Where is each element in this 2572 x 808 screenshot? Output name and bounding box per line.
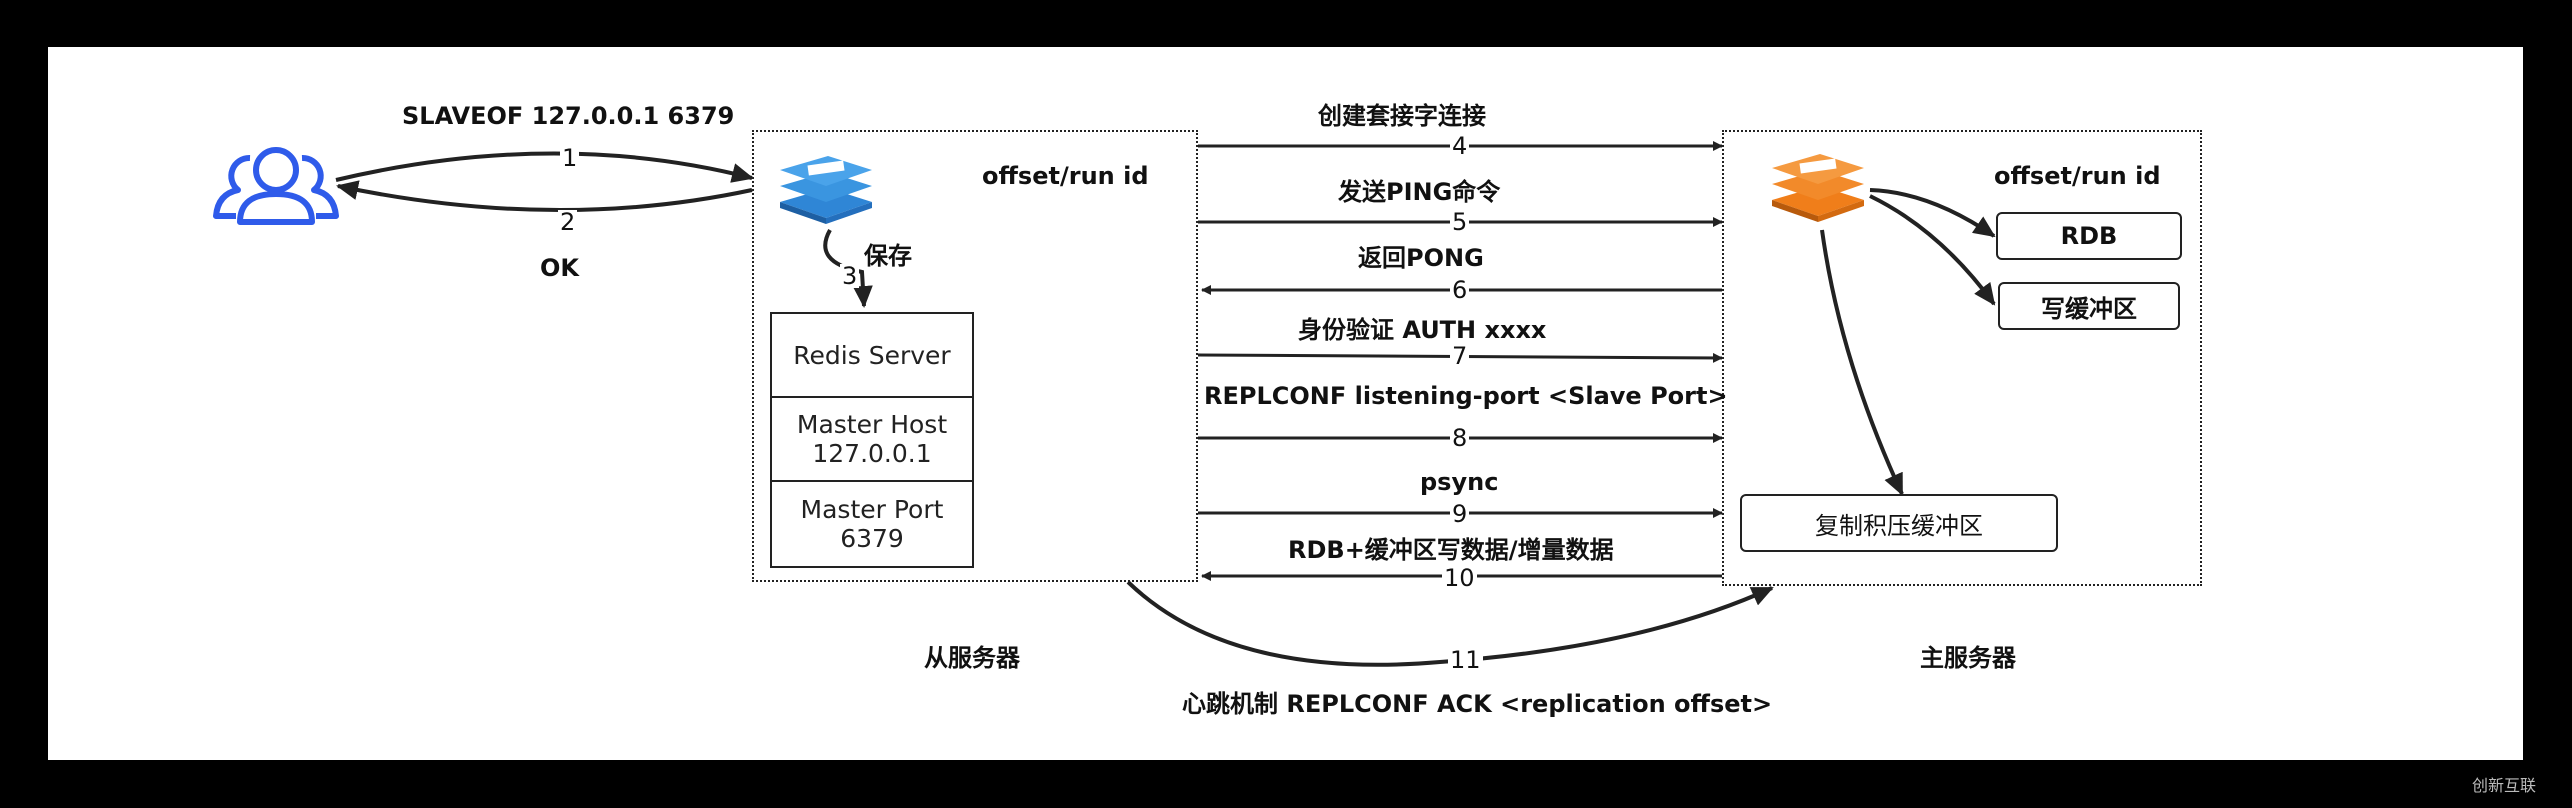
storage-row-master-host: Master Host 127.0.0.1	[772, 398, 972, 482]
client-users-icon	[213, 147, 339, 225]
slaveof-command-label: SLAVEOF 127.0.0.1 6379	[402, 102, 735, 130]
master-redis-icon	[1772, 154, 1864, 222]
write-buffer-box: 写缓冲区	[1998, 282, 2180, 330]
heartbeat-label: 心跳机制 REPLCONF ACK <replication offset>	[1182, 690, 1773, 718]
watermark: 创新互联	[2472, 776, 2537, 795]
message-9-num: 9	[1450, 500, 1470, 528]
storage-row-line: Master Host	[796, 410, 948, 439]
message-10-label: RDB+缓冲区写数据/增量数据	[1288, 536, 1614, 564]
master-offset-label: offset/run id	[1994, 162, 2161, 190]
message-5-num: 5	[1450, 208, 1470, 236]
master-server-box	[1722, 130, 2202, 586]
message-5-label: 发送PING命令	[1338, 178, 1501, 206]
arrow-to-rdb	[1869, 188, 1996, 238]
diagram-canvas	[48, 47, 2523, 760]
storage-row-line: 6379	[840, 524, 904, 553]
rdb-box: RDB	[1996, 212, 2182, 260]
arrow-to-write-buffer	[1869, 194, 1996, 306]
message-7-num: 7	[1450, 342, 1470, 370]
arrow-3	[823, 229, 873, 308]
heartbeat-num: 11	[1448, 646, 1483, 674]
arrow-1	[335, 151, 754, 183]
ok-reply-label: OK	[540, 254, 579, 282]
message-10-num: 10	[1442, 564, 1477, 592]
step-2-label: 2	[558, 208, 578, 236]
arrow-2	[336, 180, 753, 213]
replication-backlog-box: 复制积压缓冲区	[1740, 494, 2058, 552]
step-1-label: 1	[560, 144, 580, 172]
message-8-label: REPLCONF listening-port <Slave Port>	[1204, 382, 1728, 410]
slave-redis-icon	[780, 156, 872, 224]
slave-server-caption: 从服务器	[924, 644, 1020, 672]
replication-backlog-label: 复制积压缓冲区	[1815, 511, 1983, 540]
arrow-11	[1126, 580, 1774, 667]
storage-row-redis-server: Redis Server	[772, 314, 972, 398]
master-server-caption: 主服务器	[1920, 644, 2016, 672]
storage-row-line: Master Port	[800, 495, 944, 524]
message-8-num: 8	[1450, 424, 1470, 452]
rdb-label: RDB	[2060, 222, 2118, 250]
message-9-label: psync	[1420, 468, 1499, 496]
storage-row-line: Redis Server	[793, 340, 951, 370]
step-3-label: 3	[840, 262, 860, 290]
slave-server-box	[752, 130, 1198, 582]
storage-row-line: 127.0.0.1	[812, 439, 932, 468]
slave-offset-label: offset/run id	[982, 162, 1149, 190]
message-6-num: 6	[1450, 276, 1470, 304]
message-4-num: 4	[1450, 132, 1470, 160]
arrow-to-backlog	[1820, 229, 1904, 496]
message-4-label: 创建套接字连接	[1318, 102, 1486, 130]
write-buffer-label: 写缓冲区	[2041, 294, 2137, 323]
slave-storage-table: Redis Server Master Host 127.0.0.1 Maste…	[770, 312, 974, 568]
save-label: 保存	[864, 242, 912, 270]
message-7-label: 身份验证 AUTH xxxx	[1298, 316, 1547, 344]
storage-row-master-port: Master Port 6379	[772, 482, 972, 566]
message-6-label: 返回PONG	[1358, 244, 1484, 272]
